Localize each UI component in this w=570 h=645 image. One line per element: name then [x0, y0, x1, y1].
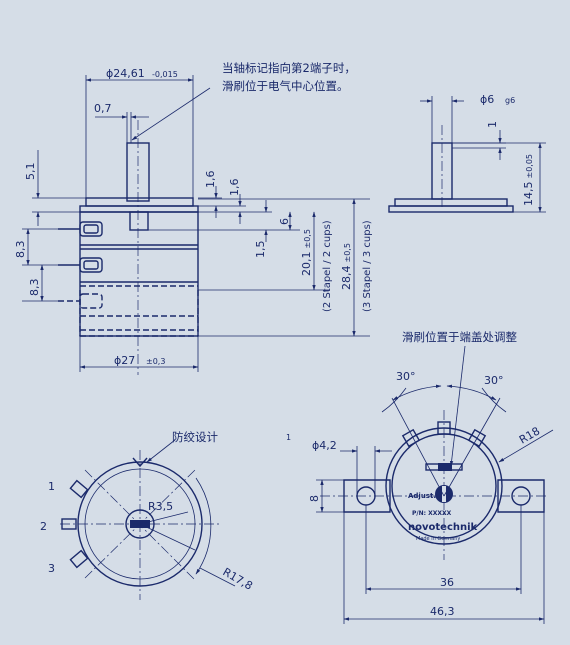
pin3-label: 3 [48, 562, 55, 575]
pin2-label: 2 [40, 520, 47, 533]
end-cap-view [316, 345, 554, 624]
front-view [22, 75, 370, 375]
dim-height-3: 28,4 ±0,5 [340, 243, 353, 290]
stray-mark: 1 [286, 433, 291, 442]
dim-height: 14,5 ±0,05 [522, 154, 535, 206]
dim-diameter: ϕ24,61 [106, 67, 145, 80]
dim-pin-2: 1,6 [228, 179, 241, 197]
dim-height-2: 20,1 ±0,5 [300, 229, 313, 276]
brand-sub: Made in Germany [416, 536, 460, 542]
dim-6: 6 [278, 218, 291, 225]
pn-label: P/N: XXXXX [412, 510, 452, 517]
dim-1: 1 [486, 121, 499, 128]
pin1-label: 1 [48, 480, 55, 493]
dim-8: 8 [308, 495, 321, 502]
note-line-2: 滑刷位于电气中心位置。 [222, 79, 349, 93]
cups-2-label: (2 Stapel / 2 cups) [322, 220, 333, 312]
dim-36: 36 [440, 576, 454, 589]
dim-bottom-diameter-tol: ±0,3 [146, 357, 165, 366]
dim-pin-1: 1,6 [204, 171, 217, 189]
dim-height-2-tol: ±0,5 [303, 229, 312, 248]
dim-height-value: 14,5 [522, 182, 535, 207]
adjust-label: Adjust. [408, 492, 436, 500]
dim-hole: ϕ4,2 [312, 439, 337, 452]
dim-shaft-tol: g6 [505, 96, 515, 105]
dim-r35: R3,5 [148, 500, 173, 513]
dim-angle-right: 30° [484, 374, 504, 387]
bottom-view [60, 439, 236, 600]
dim-pitch-2: 8,3 [28, 279, 41, 297]
wiper-adjust-label: 滑刷位置于端盖处调整 [402, 330, 517, 344]
dim-height-left: 5,1 [24, 163, 37, 181]
dim-463: 46,3 [430, 605, 455, 618]
anti-twist-label: 防绞设计 [172, 430, 218, 444]
dim-height-2-value: 20,1 [300, 252, 313, 277]
dim-15: 1,5 [254, 241, 267, 259]
brand-logo: novotechnik [408, 522, 478, 533]
dim-shaft: ϕ6 [480, 93, 494, 106]
dim-r178: R17,8 [221, 565, 255, 592]
dim-height-3-value: 28,4 [340, 266, 353, 291]
dim-angle-left: 30° [396, 370, 416, 383]
dim-diameter-tol: -0,015 [152, 70, 178, 79]
side-view [388, 96, 546, 213]
dim-bottom-diameter: ϕ27 [114, 354, 135, 367]
cups-3-label: (3 Stapel / 3 cups) [362, 220, 373, 312]
dim-offset: 0,7 [94, 102, 112, 115]
note-line-1: 当轴标记指向第2端子时， [222, 61, 356, 75]
dim-height-tol: ±0,05 [525, 154, 534, 179]
dim-height-3-tol: ±0,5 [343, 243, 352, 262]
dim-pitch-1: 8,3 [14, 241, 27, 259]
dim-r18: R18 [517, 425, 542, 447]
